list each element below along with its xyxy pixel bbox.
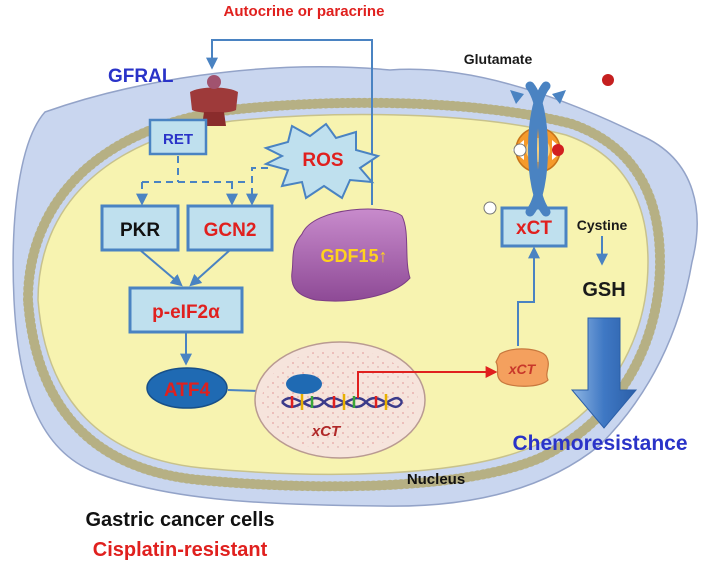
pkr-box [100, 204, 180, 252]
gcn2-box [186, 204, 274, 252]
gsh-label: GSH [582, 279, 625, 301]
ret-label: RET [163, 131, 193, 148]
atf4-bound-icon [286, 374, 322, 394]
xct-antiporter-icon [510, 81, 566, 217]
xct-gene-label: xCT [311, 423, 342, 440]
gdf15-label: GDF15↑ [320, 246, 387, 266]
cystine-molecule-icon [483, 201, 497, 215]
nucleus-label: Nucleus [407, 471, 465, 488]
autocrine-loop-arrow [206, 39, 373, 205]
peif2a-label: p-eIF2α [152, 302, 220, 323]
autocrine-label: Autocrine or paracrine [224, 3, 385, 20]
atf4-label: ATF4 [164, 380, 211, 401]
condition-label: Cisplatin-resistant [93, 539, 268, 561]
ros-label: ROS [302, 150, 343, 171]
ros-burst-icon [263, 122, 381, 200]
xct-transporter-box [500, 206, 568, 248]
gcn2-to-peif2a-arrow [189, 249, 231, 287]
glutamate-molecule-icon [602, 74, 614, 86]
gfral-label: GFRAL [108, 66, 174, 87]
cell-type-label: Gastric cancer cells [85, 509, 274, 531]
peif2a-box [128, 286, 244, 334]
gdf15-blob [291, 208, 411, 302]
ret-box [148, 118, 208, 156]
glutamate-label: Glutamate [464, 51, 533, 67]
gcn2-label: GCN2 [204, 220, 257, 241]
dna-helix-icon [281, 394, 404, 410]
chemoresistance-label: Chemoresistance [512, 432, 687, 455]
cystine-label: Cystine [577, 217, 628, 233]
pkr-label: PKR [120, 220, 160, 241]
xct-protein-label: xCT [508, 361, 537, 377]
transcription-arrow [357, 366, 498, 398]
gsh-to-chemoresistance-arrow [570, 317, 638, 429]
pkr-to-peif2a-arrow [139, 249, 183, 287]
xct-transporter-label: xCT [516, 218, 552, 239]
xct-protein-blob [495, 348, 549, 387]
dashed-activation-lines [136, 156, 268, 206]
xct-traffic-arrow [517, 246, 540, 346]
atf4-blob [146, 367, 228, 409]
gfral-receptor-icon [190, 75, 238, 126]
